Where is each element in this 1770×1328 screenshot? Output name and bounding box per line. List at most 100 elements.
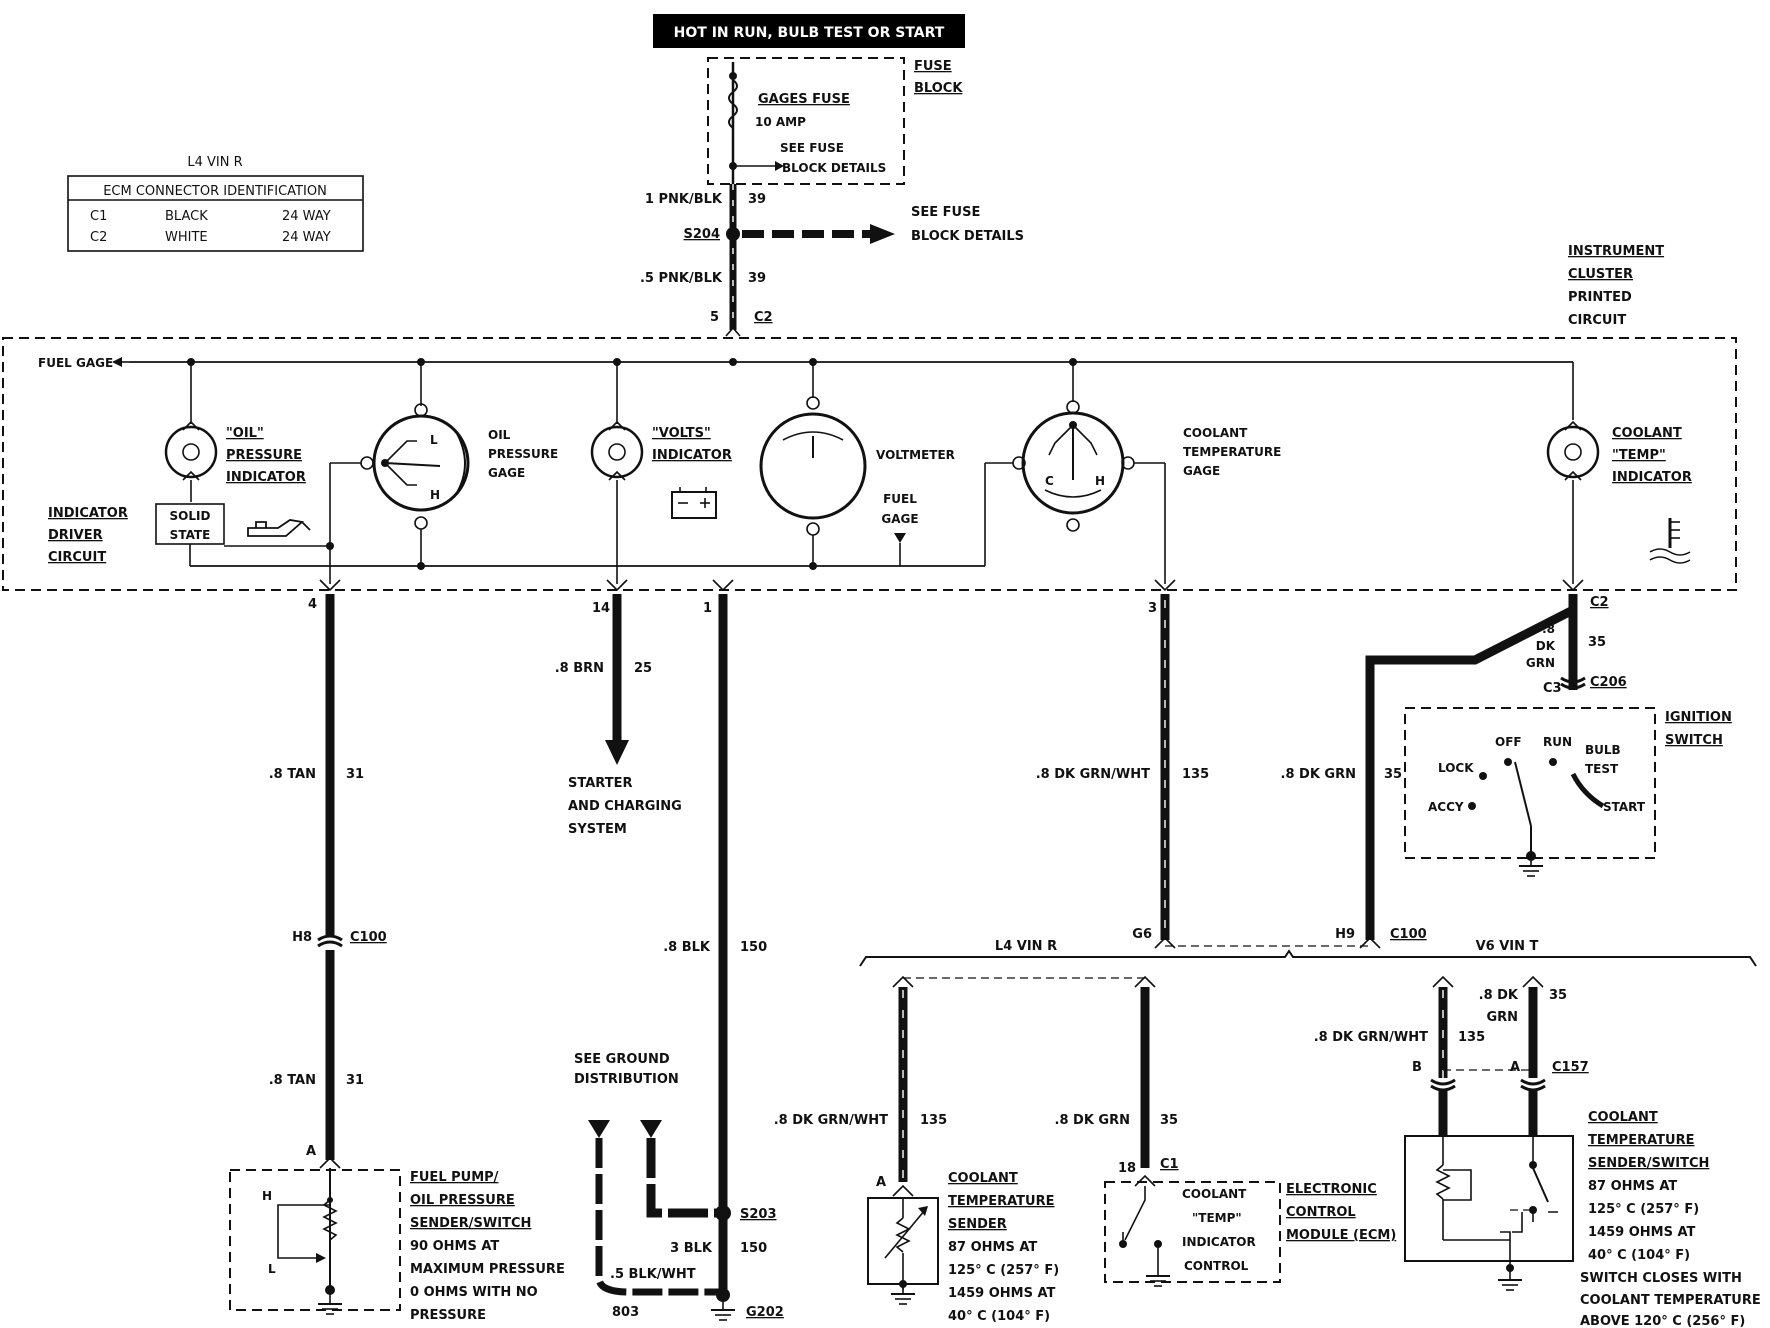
wire-1pnkblk-num: 39 [748, 192, 766, 207]
dkgrn-size: .8 DK GRN [1281, 767, 1356, 782]
fuse-see-details-2: BLOCK DETAILS [782, 161, 886, 175]
ground-icon [711, 1300, 735, 1321]
see-ground-1: SEE GROUND [574, 1052, 670, 1067]
sender-desc-4: 40° C (104° F) [948, 1309, 1050, 1324]
sender-desc-3: 1459 OHMS AT [948, 1286, 1056, 1301]
ground-icon [318, 1290, 342, 1315]
cool-ind-label-3: INDICATOR [1612, 470, 1692, 485]
fuelpump-l: L [268, 1262, 276, 1276]
ecm-box [1104, 1181, 1281, 1283]
v6-desc-2: 125° C (257° F) [1588, 1202, 1699, 1217]
driver-label-3: CIRCUIT [48, 550, 106, 565]
ecm-row-2-size: 24 WAY [282, 230, 331, 245]
v6-desc-5: SWITCH CLOSES WITH [1580, 1271, 1742, 1286]
conn-c100-right: C100 [1390, 927, 1427, 942]
ignition-title-1: IGNITION [1665, 710, 1732, 725]
fuel-gage-label: FUEL GAGE [38, 356, 113, 370]
dkgrnwht-size: .8 DK GRN/WHT [1036, 767, 1150, 782]
blkwht-size: .5 BLK/WHT [610, 1267, 696, 1282]
cluster-title-4: CIRCUIT [1568, 313, 1626, 328]
l4-w2-num: 35 [1160, 1113, 1178, 1128]
brn-num: 25 [634, 661, 652, 676]
blk-num: 150 [740, 940, 767, 955]
coolant-thermometer-icon [1649, 518, 1691, 564]
conn-h9: H9 [1335, 927, 1355, 942]
c2-wire-label-3: GRN [1526, 656, 1555, 670]
ign-start: START [1603, 800, 1646, 814]
cluster-title-2: CLUSTER [1568, 267, 1633, 282]
fuelpump-title-1: FUEL PUMP/ [410, 1170, 499, 1185]
c2-wire-label-1: .8 [1542, 622, 1555, 636]
ignition-switch-box [1404, 707, 1656, 859]
tan1-size: .8 TAN [269, 767, 316, 782]
oil-gage-label-2: PRESSURE [488, 447, 558, 461]
ign-accy: ACCY [1428, 800, 1464, 814]
v6-title-1: COOLANT [1588, 1110, 1658, 1125]
conn-c2-top: C2 [754, 310, 773, 325]
pin-14: 14 [592, 601, 610, 616]
pin-3: 3 [1148, 601, 1157, 616]
v6-w1-label-1: .8 DK [1479, 988, 1519, 1003]
ecm-table [67, 175, 364, 252]
sender-title-1: COOLANT [948, 1171, 1018, 1186]
oil-ind-label-3: INDICATOR [226, 470, 306, 485]
v6-desc-3: 1459 OHMS AT [1588, 1225, 1696, 1240]
fuel-gage2-label-2: GAGE [881, 512, 918, 526]
cool-gage-label-1: COOLANT [1183, 426, 1248, 440]
fuelpump-title-3: SENDER/SWITCH [410, 1216, 531, 1231]
fuelpump-h: H [262, 1189, 272, 1203]
ign-lock: LOCK [1438, 761, 1474, 775]
wire-5pnkblk-num: 39 [748, 271, 766, 286]
fuelpump-desc-2: MAXIMUM PRESSURE [410, 1262, 565, 1277]
driver-label-2: DRIVER [48, 528, 103, 543]
see-ground-2: DISTRIBUTION [574, 1072, 679, 1087]
v6-w2-size: .8 DK GRN/WHT [1314, 1030, 1428, 1045]
num-803: 803 [612, 1305, 639, 1320]
pin-1: 1 [703, 601, 712, 616]
tan2-size: .8 TAN [269, 1073, 316, 1088]
ign-off: OFF [1495, 735, 1522, 749]
battery-icon [671, 491, 717, 519]
ecm-inner-2: "TEMP" [1192, 1211, 1242, 1225]
blk3-num: 150 [740, 1241, 767, 1256]
oil-gage-label-1: OIL [488, 428, 511, 442]
fuse-block-box [707, 57, 905, 185]
fuelpump-desc-3: 0 OHMS WITH NO [410, 1285, 538, 1300]
conn-c100-left: C100 [350, 930, 387, 945]
ground-icon [1519, 856, 1543, 877]
ecm-pin-18: 18 [1118, 1161, 1136, 1176]
splice-s203: S203 [740, 1207, 777, 1222]
ground-icon [1146, 1266, 1170, 1287]
driver-label-1: INDICATOR [48, 506, 128, 521]
l4-w1-size: .8 DK GRN/WHT [774, 1113, 888, 1128]
cool-gage-label-2: TEMPERATURE [1183, 445, 1281, 459]
v6-w1-label-2: GRN [1486, 1010, 1518, 1025]
sender-desc-2: 125° C (257° F) [948, 1263, 1059, 1278]
v6-pin-b: B [1412, 1060, 1422, 1075]
volts-indicator-lamp-icon [590, 425, 644, 479]
l4-vin-label: L4 VIN R [995, 939, 1057, 954]
coolant-indicator-lamp-icon [1546, 425, 1600, 479]
cool-ind-label-1: COOLANT [1612, 426, 1682, 441]
ecm-title-2: CONTROL [1286, 1205, 1356, 1220]
ecm-row-1-color: BLACK [165, 209, 208, 224]
fuse-symbol [728, 79, 738, 129]
s204-block-details: BLOCK DETAILS [911, 229, 1024, 244]
oil-pressure-gage-icon [372, 414, 470, 512]
l4-w1-num: 135 [920, 1113, 947, 1128]
oil-gage-h: H [430, 488, 440, 502]
conn-c2-right: C2 [1590, 595, 1609, 610]
ecm-inner-4: CONTROL [1184, 1259, 1249, 1273]
header-box [653, 14, 965, 48]
dkgrn-num: 35 [1384, 767, 1402, 782]
oil-can-icon [247, 519, 311, 537]
dkgrnwht-num: 135 [1182, 767, 1209, 782]
fuelpump-desc-4: PRESSURE [410, 1308, 486, 1323]
wire-1pnkblk-size: 1 PNK/BLK [645, 192, 723, 207]
fuel-gage2-label-1: FUEL [883, 492, 917, 506]
ecm-inner-1: COOLANT [1182, 1187, 1247, 1201]
fuel-pump-sender-box [229, 1169, 401, 1311]
fuelpump-desc-1: 90 OHMS AT [410, 1239, 499, 1254]
fuelpump-pin-a: A [306, 1144, 316, 1159]
